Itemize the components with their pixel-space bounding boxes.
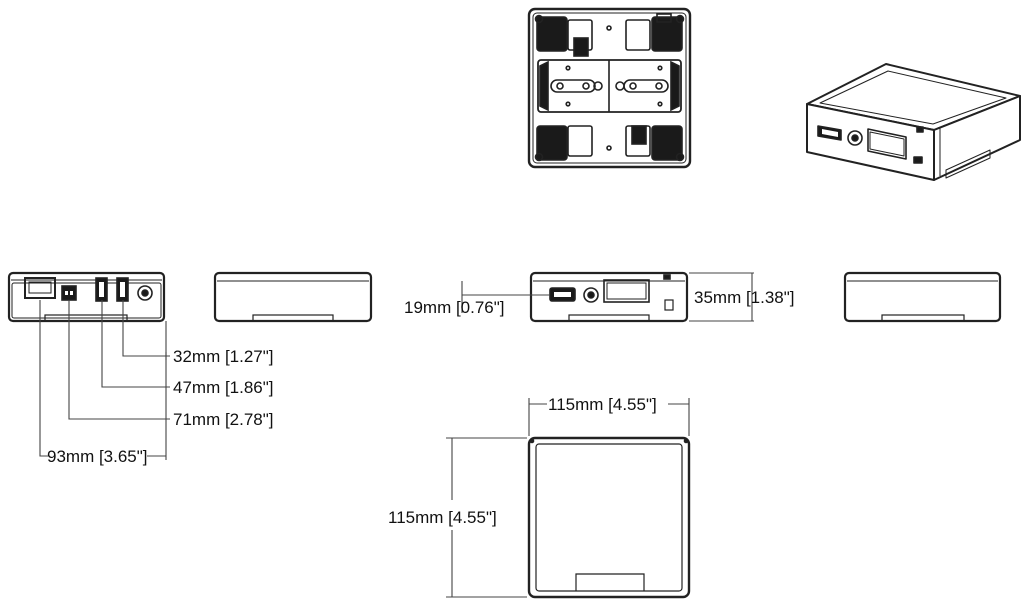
front-view xyxy=(529,271,689,323)
top-dimension-lines xyxy=(446,398,690,598)
back-view xyxy=(213,271,373,323)
isometric-view xyxy=(806,63,1021,181)
top-view xyxy=(527,436,691,599)
dim-label-35mm: 35mm [1.38"] xyxy=(694,288,795,307)
dim-label-47mm: 47mm [1.86"] xyxy=(173,378,274,397)
right-side-view xyxy=(843,271,1002,323)
dim-label-19mm: 19mm [0.76"] xyxy=(404,298,505,317)
dim-label-71mm: 71mm [2.78"] xyxy=(173,410,274,429)
bottom-view xyxy=(527,7,692,169)
front-dimension-lines xyxy=(461,272,754,322)
left-dimension-lines xyxy=(39,300,170,460)
dim-label-32mm: 32mm [1.27"] xyxy=(173,347,274,366)
dim-label-top-depth: 115mm [4.55"] xyxy=(388,508,497,527)
left-side-view xyxy=(7,271,166,323)
dim-label-top-width: 115mm [4.55"] xyxy=(548,395,657,414)
dim-label-93mm: 93mm [3.65"] xyxy=(47,447,148,466)
